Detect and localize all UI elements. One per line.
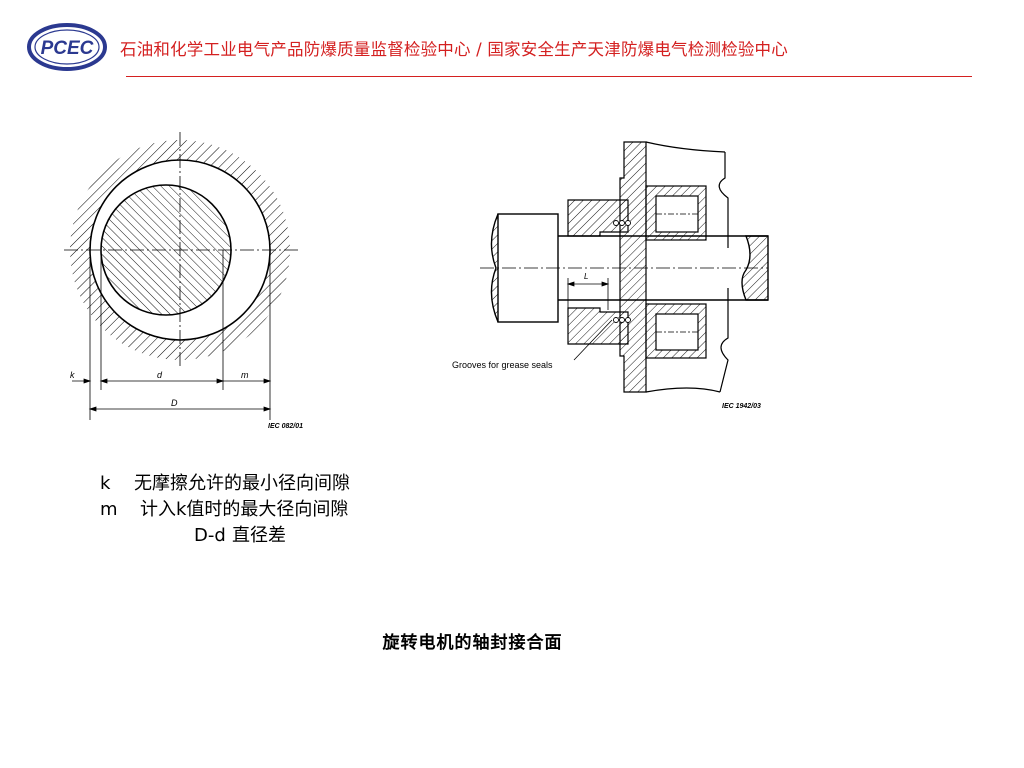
legend-item-d: D-d 直径差: [96, 523, 436, 549]
gap-dimension: [566, 278, 610, 310]
label-d: d: [157, 370, 163, 380]
figure-reference: IEC 1942/03: [722, 403, 761, 410]
legend-symbol: m: [100, 499, 118, 520]
seal-ring: [567, 199, 629, 345]
grease-grooves: [613, 220, 631, 323]
figure-reference: IEC 082/01: [268, 423, 303, 430]
legend-item-m: m 计入k值时的最大径向间隙: [96, 497, 436, 523]
grooves-leader: [573, 319, 613, 361]
legend-item-k: k 无摩擦允许的最小径向间隙: [96, 471, 436, 497]
pcec-logo: PCEC: [27, 23, 107, 71]
bearing: [645, 185, 707, 359]
extension-lines: [89, 250, 271, 420]
label-L: L: [584, 272, 588, 281]
header-title: 石油和化学工业电气产品防爆质量监督检验中心 / 国家安全生产天津防爆电气检测检验…: [120, 40, 788, 59]
label-m: m: [241, 370, 249, 380]
dimension-lines: [72, 378, 272, 412]
legend-symbol: D-d: [194, 525, 226, 546]
radial-clearance-diagram: k d m D IEC 082/01: [64, 132, 303, 430]
legend-text: 直径差: [232, 525, 286, 546]
legend-text: 计入k值时的最大径向间隙: [140, 499, 349, 520]
legend: k 无摩擦允许的最小径向间隙 m 计入k值时的最大径向间隙 D-d 直径差: [96, 471, 436, 549]
logo-text: PCEC: [41, 38, 94, 59]
header-divider: [126, 76, 972, 77]
label-k: k: [70, 370, 75, 380]
figure-caption: 旋转电机的轴封接合面: [382, 633, 563, 653]
label-D: D: [171, 398, 178, 408]
legend-symbol: k: [100, 473, 111, 494]
grooves-label: Grooves for grease seals: [452, 360, 553, 370]
legend-text: 无摩擦允许的最小径向间隙: [134, 473, 350, 494]
shaft-seal-cross-section: L Grooves for grease seals IEC 1942/03: [452, 141, 769, 410]
center-lines: [64, 132, 298, 368]
